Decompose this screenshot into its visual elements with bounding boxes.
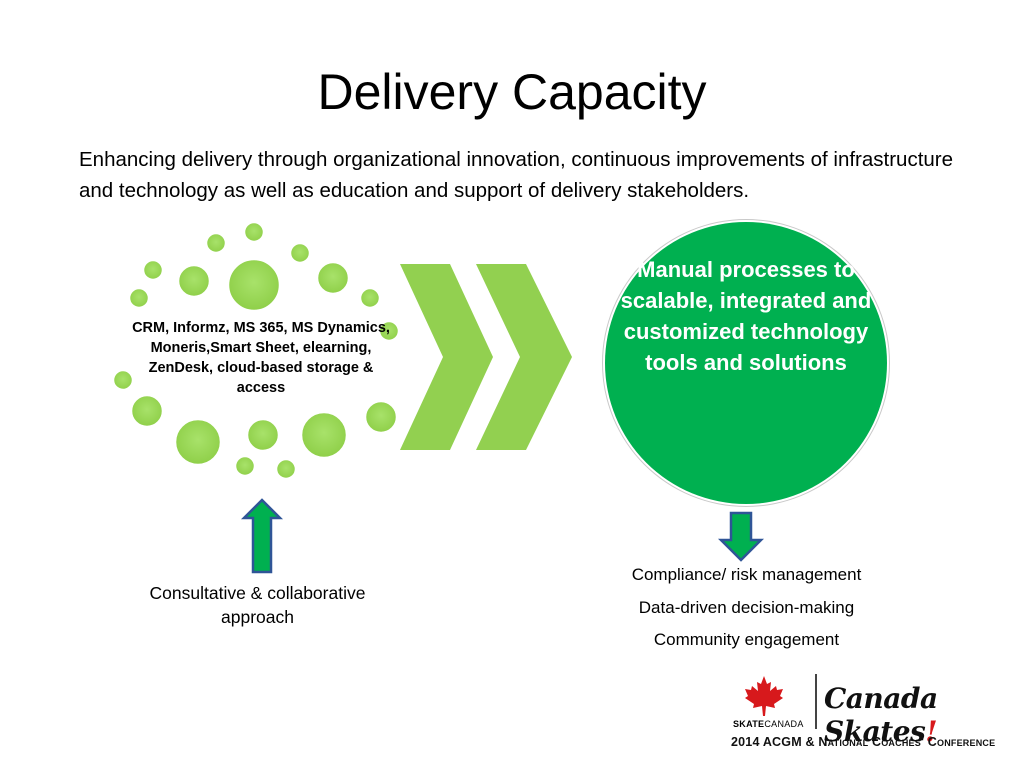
chevron-arrow-1 — [400, 264, 493, 450]
down-arrow-icon — [717, 511, 765, 562]
bubble — [173, 417, 223, 467]
bubble — [315, 260, 351, 296]
bubble — [233, 454, 257, 478]
bubble — [141, 258, 165, 282]
conference-logo: SKATECANADA Canada Skates! 2014 ACGM & N… — [720, 672, 1010, 762]
maple-leaf-icon — [745, 676, 783, 716]
bubble — [129, 393, 165, 429]
outcome-circle-text: Manual processes to scalable, integrated… — [620, 257, 872, 375]
page-title: Delivery Capacity — [317, 64, 707, 120]
bubble — [288, 241, 312, 265]
outcomes-list: Compliance/ risk management Data-driven … — [600, 563, 893, 661]
outcome-circle — [605, 222, 887, 504]
technology-cluster-label: CRM, Informz, MS 365, MS Dynamics, Moner… — [132, 320, 390, 396]
bubble — [299, 410, 349, 460]
up-arrow-icon — [240, 498, 284, 574]
bubble — [204, 231, 228, 255]
bubble — [226, 257, 282, 313]
technology-bubble-cluster — [111, 220, 401, 481]
conference-title: 2014 ACGM & National Coaches' Conference — [731, 735, 996, 749]
process-chevrons — [400, 264, 572, 450]
bubble — [358, 286, 382, 310]
bubble — [242, 220, 266, 244]
bubble — [176, 263, 212, 299]
outcome-item: Community engagement — [653, 630, 840, 649]
bubble — [377, 319, 401, 343]
outcome-item: Data-driven decision-making — [638, 597, 855, 617]
outcome-item: Compliance/ risk management — [631, 565, 862, 584]
intro-paragraph: Enhancing delivery through organizationa… — [79, 148, 954, 202]
logo-divider — [815, 674, 817, 729]
approach-caption: Consultative & collaborative approach — [149, 583, 366, 627]
bubble — [127, 286, 151, 310]
bubble — [274, 457, 298, 481]
bubble — [245, 417, 281, 453]
canada-skates-script: Canada Skates! — [824, 682, 938, 748]
skate-canada-wordmark: SKATECANADA — [733, 719, 804, 729]
bubble — [111, 368, 135, 392]
chevron-arrow-2 — [476, 264, 572, 450]
bubble — [363, 399, 399, 435]
